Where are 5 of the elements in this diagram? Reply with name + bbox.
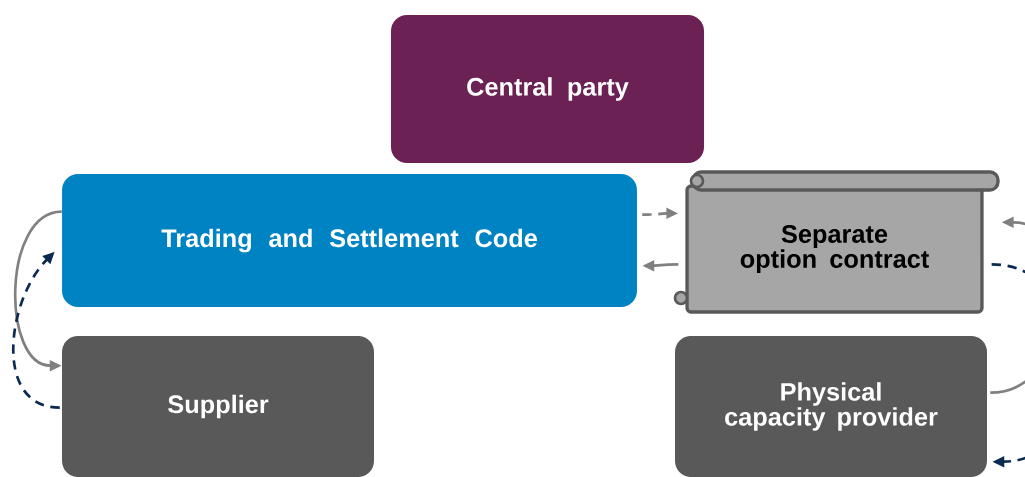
party-box: Central party <box>390 15 705 163</box>
party-box: Supplier <box>62 335 374 477</box>
arrow <box>991 263 1025 468</box>
code-box: Trading and Settlement Code <box>62 173 637 308</box>
party-box: Physical capacity provider <box>675 335 987 477</box>
